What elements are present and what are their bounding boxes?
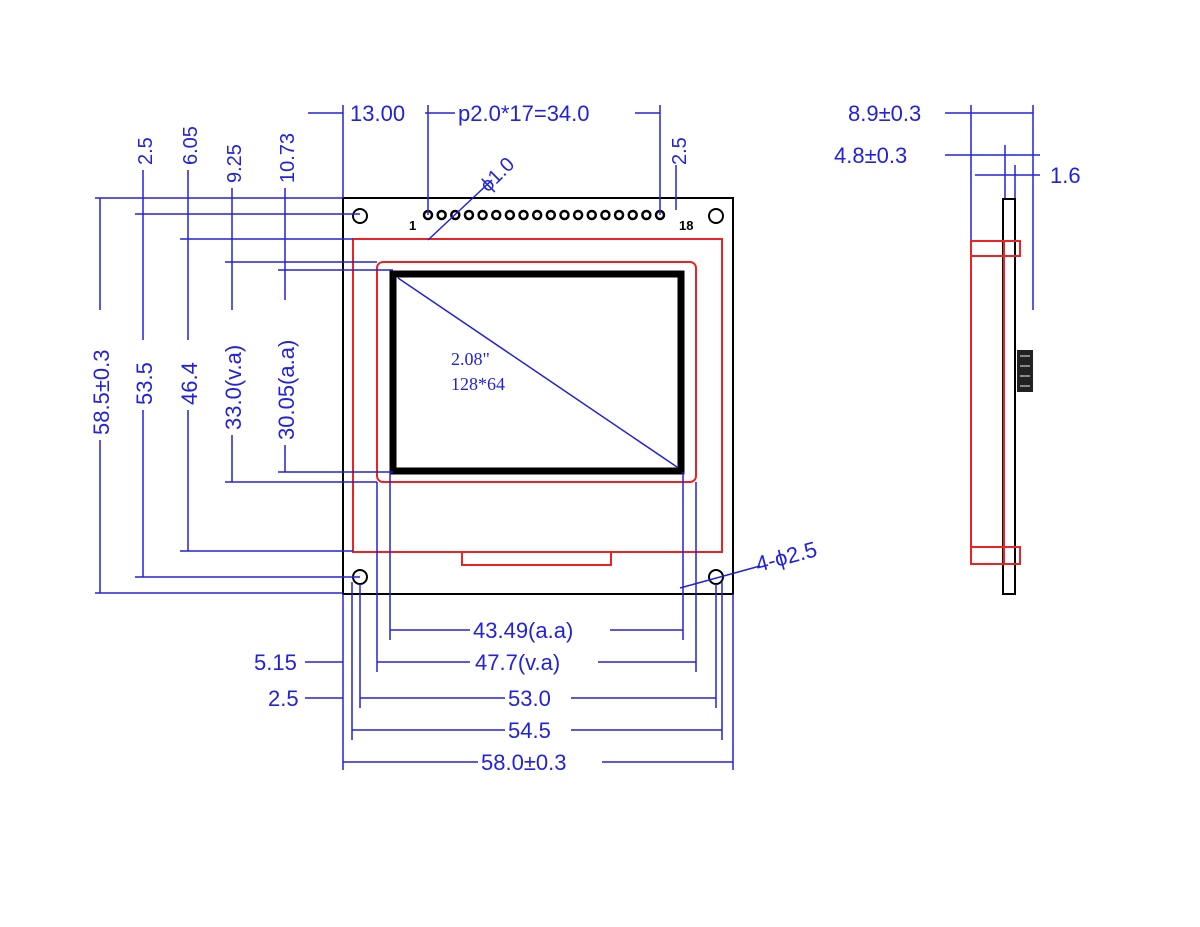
pcb-outline <box>342 197 734 595</box>
pin-last-label: 18 <box>679 218 693 233</box>
dim-hole-pitch-h: 53.0 <box>508 686 551 711</box>
dim-active-area-width: 43.49(a.a) <box>473 618 573 643</box>
dim-pcb-thickness: 1.6 <box>1050 163 1081 188</box>
dim-bezel-width: 54.5 <box>508 718 551 743</box>
pin-pad <box>559 209 570 221</box>
dim-right-margin-top: 2.5 <box>669 137 691 165</box>
pin-pad <box>586 209 598 221</box>
top-dimension-lines <box>308 105 677 241</box>
pin-pad <box>436 209 447 221</box>
dim-module-thickness: 4.8±0.3 <box>834 143 907 168</box>
dim-hole-left-offset: 2.5 <box>268 686 299 711</box>
pin-pad <box>627 209 638 221</box>
lcd-resolution-label: 128*64 <box>451 374 505 394</box>
side-view <box>970 198 1033 595</box>
pin-pad <box>641 209 652 221</box>
lcd-size-label: 2.08" <box>451 349 490 369</box>
fpc-tab <box>461 551 612 566</box>
side-connector <box>1017 350 1033 392</box>
dim-aa-offset: 10.73 <box>277 133 299 183</box>
mount-hole-tl <box>352 208 368 224</box>
dim-active-area-height: 30.05(a.a) <box>274 340 299 440</box>
dim-overall-width: 58.0±0.3 <box>481 750 566 775</box>
active-area-diagonal <box>397 277 678 468</box>
view-area-outline <box>376 261 697 483</box>
side-bezel <box>970 240 1005 565</box>
pin-pad <box>613 209 625 221</box>
dim-mount-hole: 4-ϕ2.5 <box>753 537 820 577</box>
dim-pin-pitch: p2.0*17=34.0 <box>458 101 590 126</box>
mount-hole-tr <box>708 208 724 224</box>
dim-va-left-offset: 5.15 <box>254 650 297 675</box>
pin-pad <box>518 209 529 221</box>
pin-pad <box>531 209 543 221</box>
dim-overall-height: 58.5±0.3 <box>89 350 114 435</box>
dim-view-area-width: 47.7(v.a) <box>475 650 560 675</box>
dim-top-hole-offset: 2.5 <box>135 137 157 165</box>
pin-pad <box>572 209 584 221</box>
dim-pin-offset: 13.00 <box>350 101 405 126</box>
pin-row <box>422 209 666 221</box>
side-dimension-lines <box>945 105 1040 310</box>
dim-view-area-height: 33.0(v.a) <box>221 345 246 430</box>
pin-pad <box>490 209 502 221</box>
dim-bezel-offset: 6.05 <box>180 126 202 165</box>
pin-pad <box>463 209 475 221</box>
dim-total-thickness: 8.9±0.3 <box>848 101 921 126</box>
pin-pad <box>545 209 557 221</box>
pin-first-label: 1 <box>409 218 416 233</box>
dim-pin-hole: ϕ1.0 <box>476 153 519 196</box>
pin-pad <box>504 209 516 221</box>
bezel-outline <box>352 238 723 553</box>
dim-va-offset: 9.25 <box>224 144 246 183</box>
pin-pad <box>600 209 611 221</box>
bottom-dimension-lines <box>305 472 761 770</box>
left-dimension-lines <box>95 170 393 594</box>
pin-pad <box>477 209 488 221</box>
dim-bezel-height: 46.4 <box>177 362 202 405</box>
active-area-frame <box>389 270 685 475</box>
dim-hole-pitch-v: 53.5 <box>132 362 157 405</box>
